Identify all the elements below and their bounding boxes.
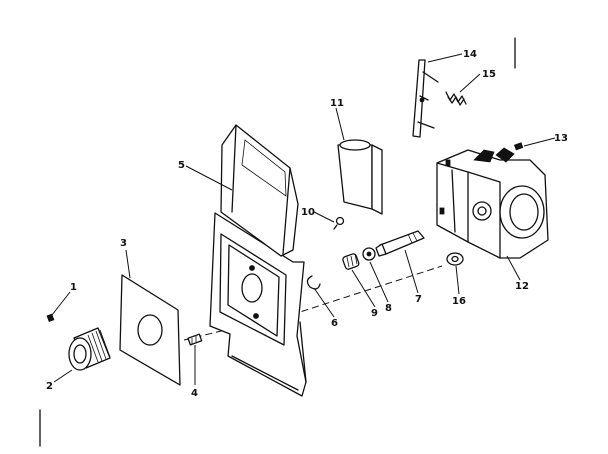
callout-14: 14 <box>463 49 477 60</box>
callout-5: 5 <box>178 160 185 171</box>
part-6-clip <box>306 275 321 290</box>
callout-11: 11 <box>330 98 344 109</box>
part-8-washer <box>362 247 376 261</box>
callout-12: 12 <box>515 281 529 292</box>
part-7-needle <box>375 230 425 257</box>
callout-4: 4 <box>191 388 198 399</box>
callout-9: 9 <box>371 308 378 319</box>
part-1-screw <box>46 313 55 323</box>
part-12-carburetor <box>436 147 549 259</box>
callout-3: 3 <box>120 238 127 249</box>
part-15-spring <box>445 91 467 106</box>
callout-1: 1 <box>70 282 77 293</box>
callout-2: 2 <box>46 381 53 392</box>
callout-6: 6 <box>331 318 338 329</box>
callout-8: 8 <box>385 303 392 314</box>
part-2-knurled-nut <box>68 327 111 371</box>
part-10-screw <box>333 216 345 230</box>
part-9-spring <box>342 253 360 270</box>
callout-13: 13 <box>554 133 568 144</box>
callout-10: 10 <box>301 207 315 218</box>
part-11-bracket <box>337 139 383 215</box>
part-4-screw <box>187 333 203 346</box>
callout-15: 15 <box>482 69 496 80</box>
part-5-frame <box>209 124 307 397</box>
part-14-lever <box>412 59 439 138</box>
leader-lines <box>51 53 556 385</box>
callout-7: 7 <box>415 294 422 305</box>
part-3-gasket-plate <box>119 274 181 386</box>
callout-16: 16 <box>452 296 466 307</box>
part-16-washer <box>446 252 464 266</box>
part-13-screw <box>513 142 524 151</box>
